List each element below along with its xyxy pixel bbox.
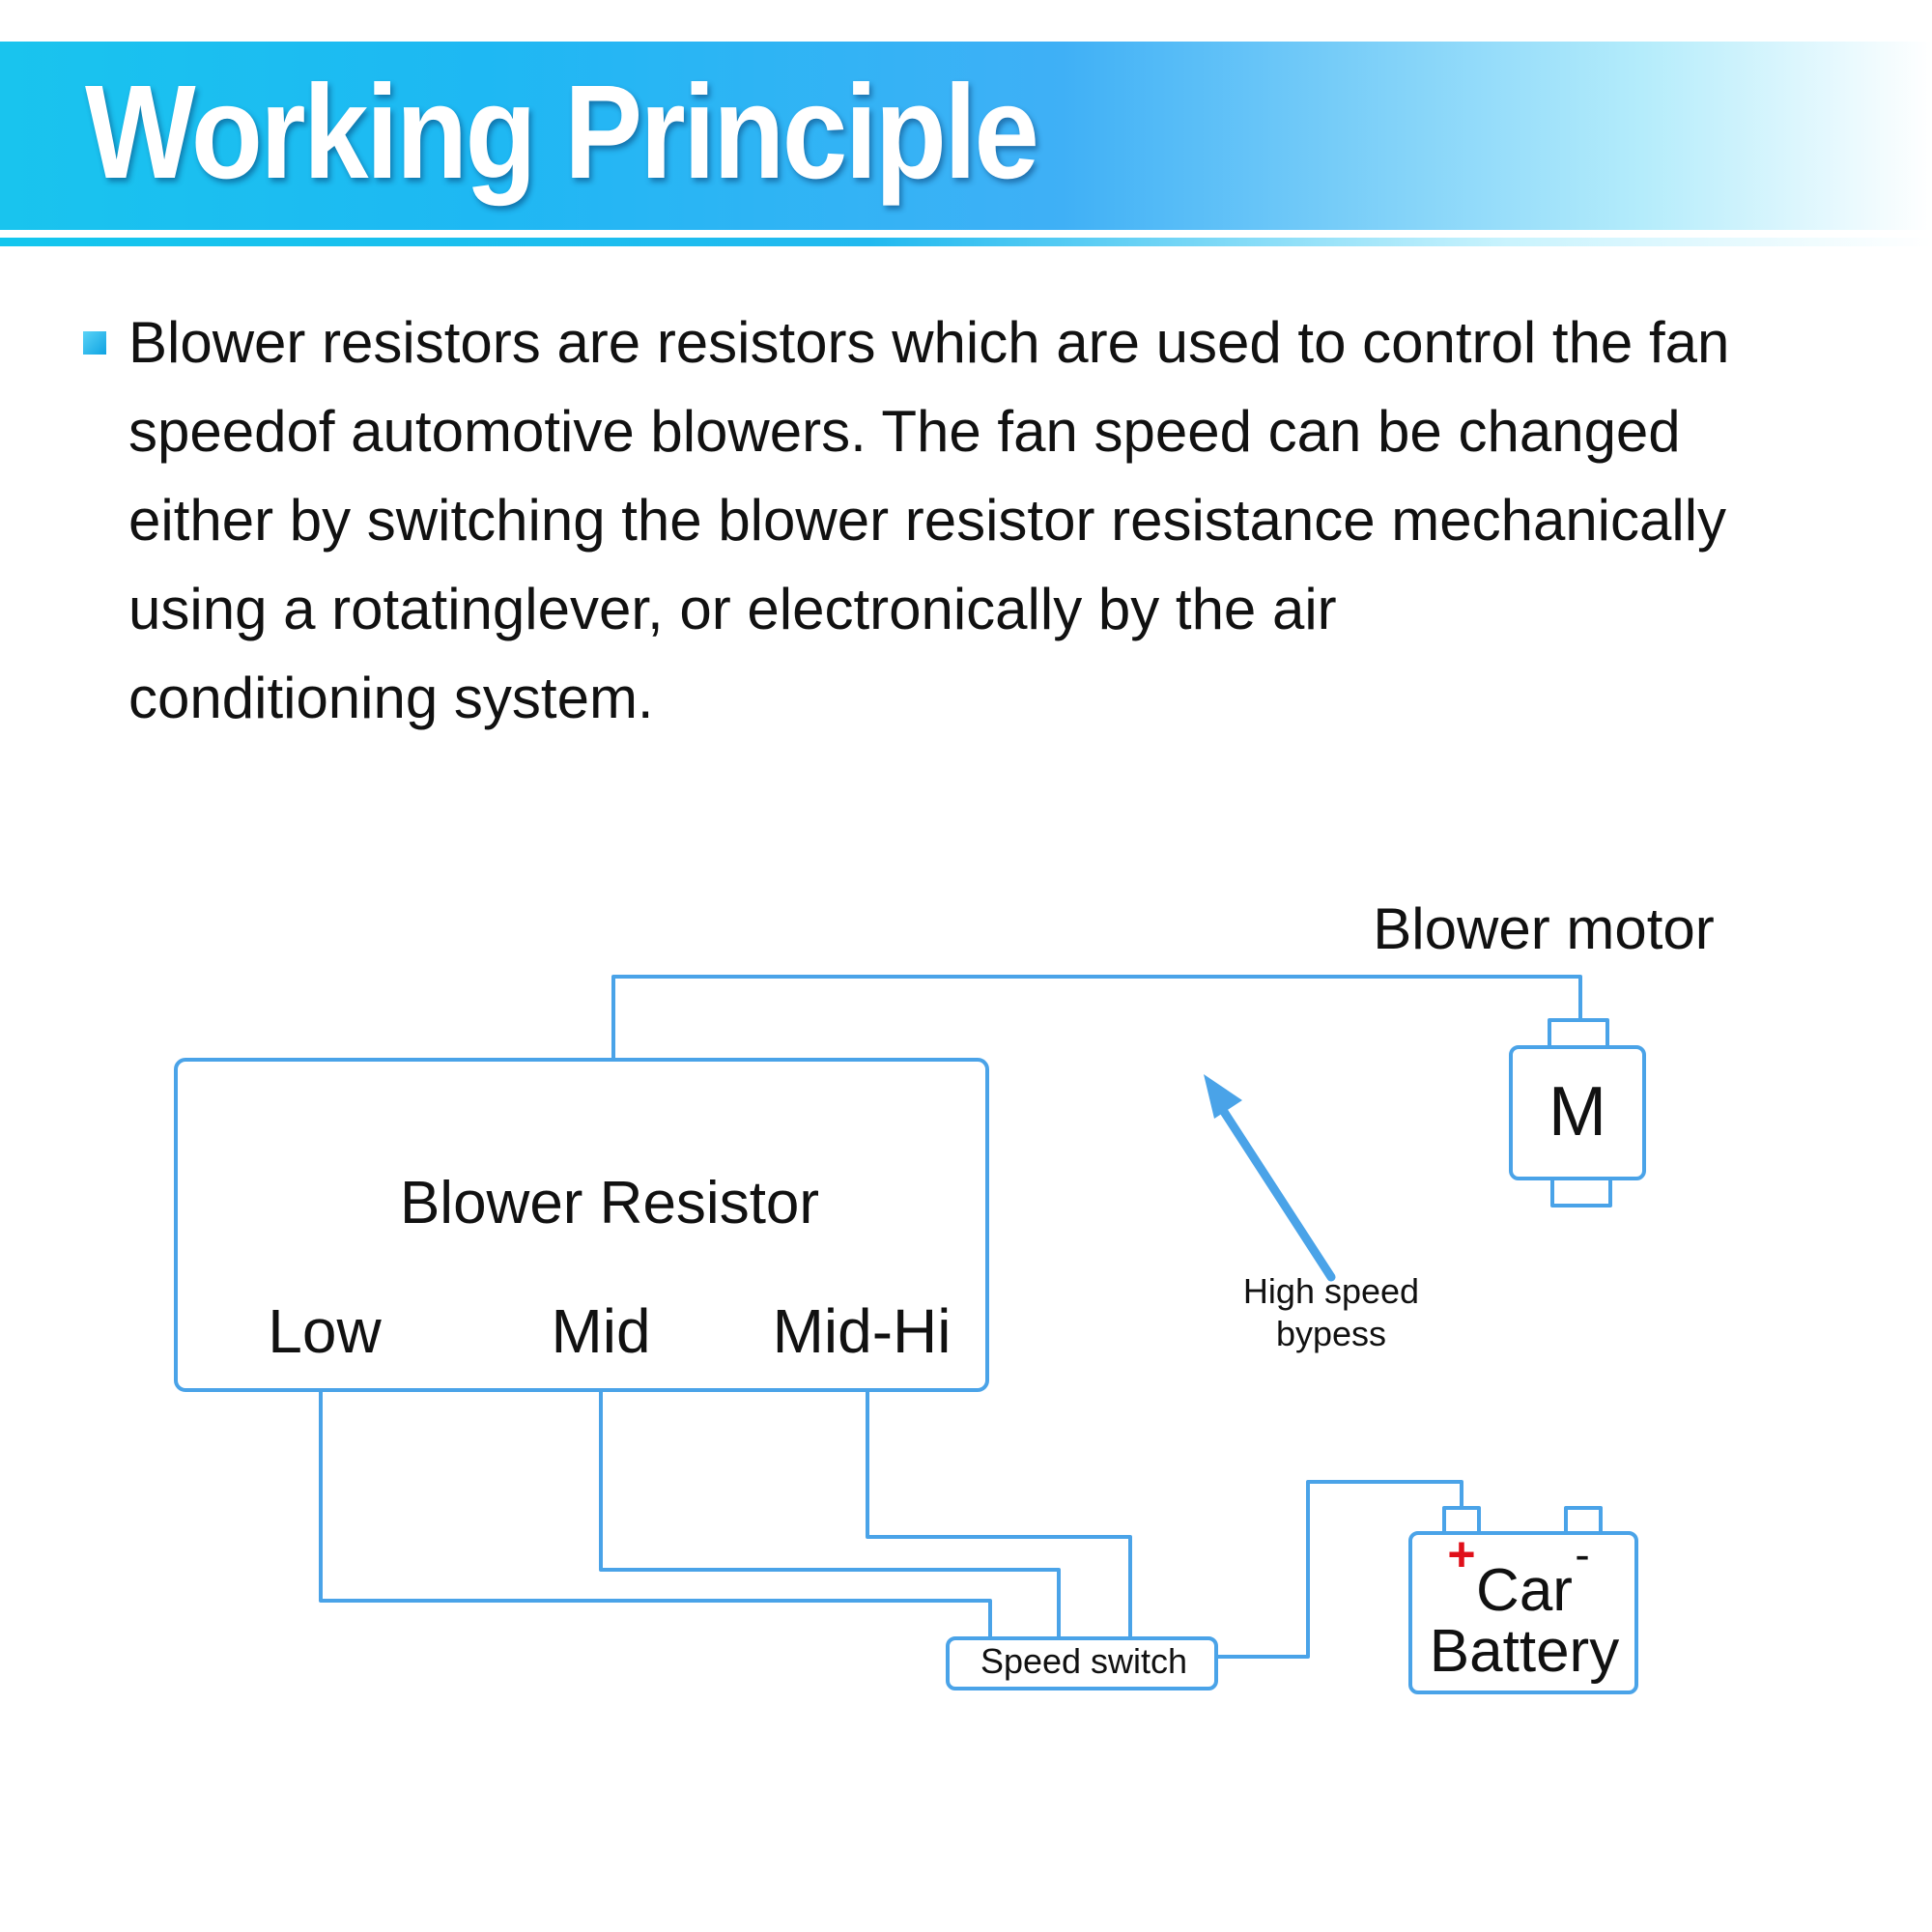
wire-mid-hi	[866, 1390, 1132, 1638]
paragraph-line: speedof automotive blowers. The fan spee…	[128, 399, 1681, 464]
battery-plus-sign: +	[1447, 1527, 1475, 1581]
description-paragraph: Blower resistors are resistors which are…	[128, 298, 1848, 743]
speed-switch-box	[946, 1636, 1218, 1690]
page-title: Working Principle	[85, 58, 1039, 207]
bypass-label-line2: bypess	[1276, 1314, 1386, 1353]
motor-bottom-terminal	[1550, 1177, 1612, 1208]
paragraph-line: conditioning system.	[128, 666, 654, 730]
battery-label-line1: Car	[1476, 1557, 1573, 1624]
tap-label-mid-hi: Mid-Hi	[773, 1296, 952, 1366]
bypass-arrowhead-icon	[1204, 1074, 1242, 1119]
battery-label-line2: Battery	[1430, 1618, 1619, 1685]
paragraph-line: Blower resistors are resistors which are…	[128, 310, 1730, 375]
speed-switch-label: Speed switch	[980, 1641, 1187, 1681]
blower-resistor-box	[174, 1058, 989, 1392]
bypass-label-line1: High speed	[1243, 1271, 1419, 1311]
blower-resistor-label: Blower Resistor	[400, 1170, 819, 1236]
motor-top-terminal	[1548, 1018, 1609, 1049]
tap-label-low: Low	[268, 1296, 382, 1366]
paragraph-line: either by switching the blower resistor …	[128, 488, 1727, 553]
wire-switch-to-battery	[1216, 1480, 1463, 1659]
motor-symbol: M	[1548, 1073, 1606, 1151]
tap-label-mid: Mid	[551, 1296, 650, 1366]
banner-underline	[0, 238, 1932, 246]
paragraph-line: using a rotatinglever, or electronically…	[128, 577, 1337, 641]
bullet-square-icon	[83, 331, 106, 355]
blower-motor-caption: Blower motor	[1373, 896, 1714, 961]
battery-body	[1408, 1531, 1638, 1694]
wire-resistor-to-motor	[611, 975, 1582, 1060]
bypass-arrow-icon	[1214, 1099, 1336, 1282]
wire-low	[319, 1390, 992, 1638]
title-banner	[0, 42, 1932, 230]
battery-minus-sign: -	[1575, 1529, 1589, 1579]
wire-mid	[599, 1390, 1061, 1638]
